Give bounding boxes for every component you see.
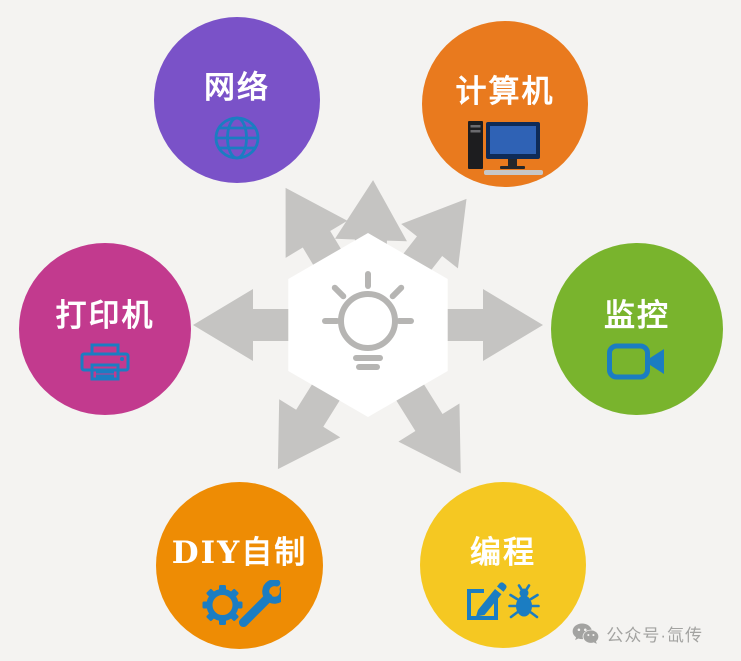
node-printer-label: 打印机 [55,298,155,334]
node-computer: 计算机 [422,21,588,187]
watermark-text: 公众号·氙传 [606,626,703,645]
node-network-label: 网络 [204,70,270,106]
watermark: 公众号·氙传 [572,621,703,646]
node-programming-label: 编程 [470,535,536,571]
node-diy: DIY自制 [156,482,323,649]
bug-icon [508,583,540,619]
node-computer-label: 计算机 [455,74,555,110]
node-printer: 打印机 [19,243,191,415]
edit-icon [467,582,507,620]
wrench-icon [238,579,281,627]
wechat-icon [572,622,599,644]
arrow-right [368,289,543,361]
gear-wrench-icon [202,579,281,627]
video-camera-icon [607,343,664,380]
arrow-left [193,289,368,361]
node-diy-label: DIY自制 [171,535,308,571]
desktop-computer-icon [468,120,543,175]
hexagon [288,233,448,417]
lightbulb-icon [322,271,414,370]
printer-icon [80,343,130,381]
node-network: 网络 [154,17,320,183]
node-monitor-label: 监控 [604,298,670,334]
node-programming: 编程 [420,482,586,648]
gear-icon [202,584,242,625]
globe-icon [214,116,260,160]
edit-bug-icon [467,582,540,620]
center-hub-graphic [193,180,543,474]
node-monitor: 监控 [551,243,723,415]
